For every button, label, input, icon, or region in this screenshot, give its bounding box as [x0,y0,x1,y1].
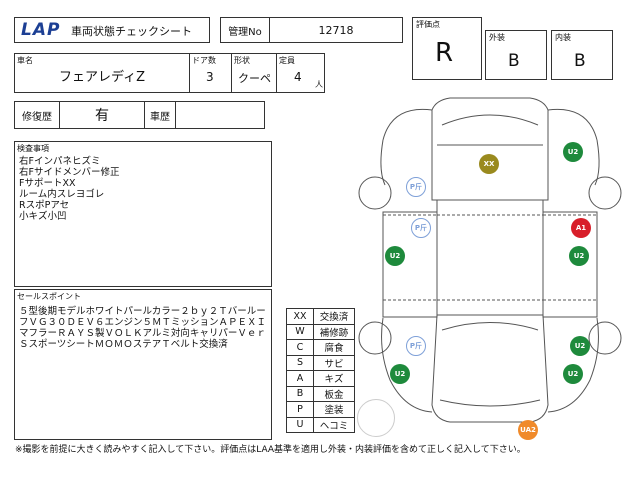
inspection-label: 検査事項 [17,144,49,153]
inspection-notes: 右Fインパネヒズミ 右Fサイドメンバー修正 FサポートXX ルーム内スレヨゴレ … [19,156,120,222]
doors-cell: ドア数 3 [189,53,232,93]
damage-marker-u2-mid-left: U2 [385,246,405,266]
grade-value: R [435,38,454,68]
damage-marker-u2-mid-right: U2 [569,246,589,266]
vehicle-history-value [175,101,265,129]
damage-marker-u2-rear-right-1: U2 [570,336,590,356]
damage-marker-p-rear-left: P斤 [406,336,426,356]
inspection-box: 検査事項 右Fインパネヒズミ 右Fサイドメンバー修正 FサポートXX ルーム内ス… [14,141,272,287]
shape-value: クーペ [238,72,271,85]
management-no-label: 管理No [220,17,270,43]
damage-marker-p-front-left: P斤 [406,177,426,197]
logo: LAP [21,20,61,40]
grade-box: 評価点 R [412,17,482,80]
capacity-value: 4 [294,70,302,84]
doors-value: 3 [206,70,214,84]
footer-note: ※撮影を前提に大きく読みやすく記入して下さい。評価点はLAA基準を適用し外装・内… [15,445,526,455]
sales-point-label: セールスポイント [17,292,81,301]
vehicle-history-label: 車歴 [144,101,176,129]
exterior-grade: B [508,51,520,71]
vehicle-name-cell: 車名 フェアレディZ [14,53,190,93]
stamp-circle [357,399,395,437]
vehicle-name: フェアレディZ [59,70,145,85]
management-no-value: 12718 [269,17,403,43]
title-box: LAP 車両状態チェックシート [14,17,210,43]
repair-history-value: 有 [59,101,145,129]
damage-marker-ua2: UA2 [518,420,538,440]
damage-marker-p-mid-left: P斤 [411,218,431,238]
damage-marker-u2-front-right: U2 [563,142,583,162]
interior-box: 内装 B [551,30,613,80]
damage-marker-u2-rear-right-2: U2 [563,364,583,384]
interior-grade: B [574,51,586,71]
repair-history-label: 修復歴 [14,101,60,129]
capacity-unit: 人 [315,80,323,89]
exterior-box: 外装 B [485,30,547,80]
damage-marker-a1: A1 [571,218,591,238]
damage-marker-xx: XX [479,154,499,174]
sales-point-box: セールスポイント ５型後期モデルホワイトパールカラー２ｂｙ２ＴバールーフＶＧ３０… [14,289,272,440]
capacity-cell: 定員 4 人 [276,53,325,93]
sales-point-text: ５型後期モデルホワイトパールカラー２ｂｙ２ＴバールーフＶＧ３０ＤＥＶ６エンジン５… [19,306,267,350]
damage-marker-u2-rear-left: U2 [390,364,410,384]
shape-cell: 形状 クーペ [231,53,277,93]
sheet-title: 車両状態チェックシート [71,25,192,38]
